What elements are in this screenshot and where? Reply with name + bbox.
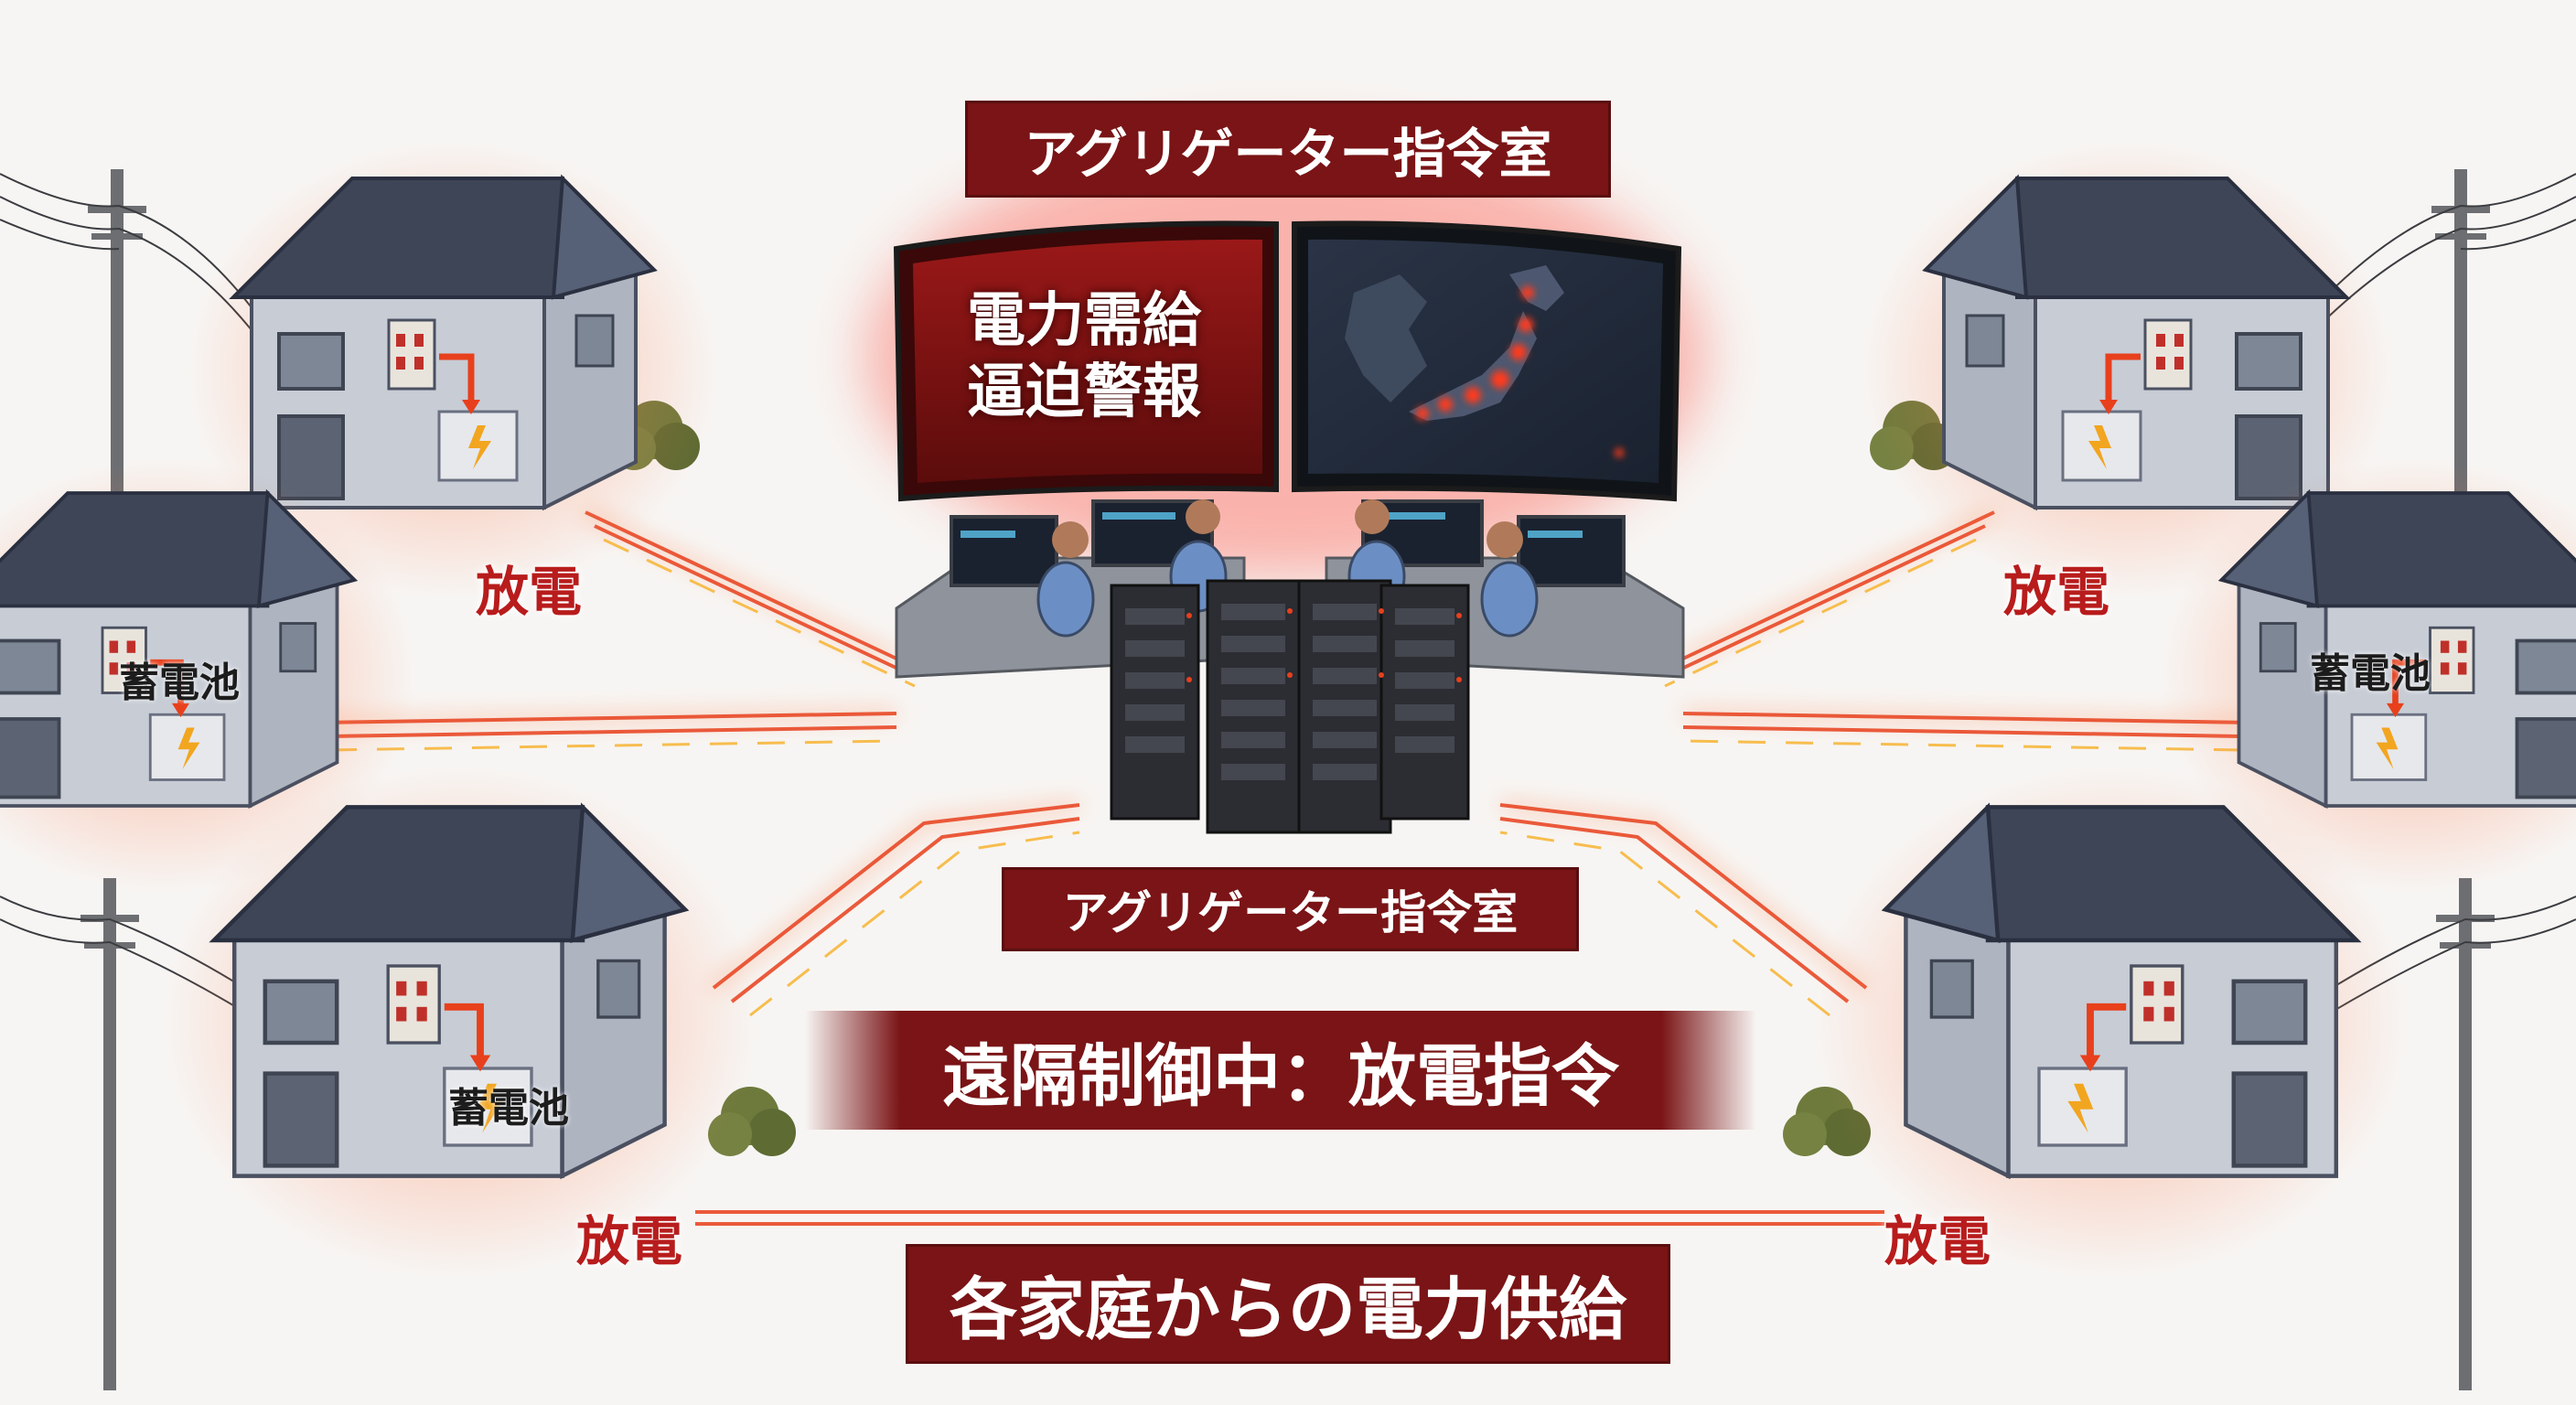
control-room <box>864 137 1706 834</box>
battery-label-mid-left: 蓄電池 <box>119 660 240 706</box>
energy-flow-lines <box>319 508 2251 1226</box>
discharge-label-bottom-right: 放電 <box>1884 1210 1991 1272</box>
discharge-label-top-right: 放電 <box>2003 561 2110 623</box>
alert-line-2: 逼迫警報 <box>967 359 1201 426</box>
server-room-label: アグリゲーター指令室 <box>1002 867 1579 951</box>
control-banner: 遠隔制御中：放電指令 <box>805 1011 1756 1130</box>
battery-label-bottom-left: 蓄電池 <box>448 1085 569 1132</box>
supply-banner: 各家庭からの電力供給 <box>906 1244 1670 1364</box>
server-racks <box>1110 579 1470 834</box>
alert-monitor <box>893 220 1279 502</box>
house-bottom-left <box>163 767 796 1279</box>
discharge-label-top-left: 放電 <box>476 561 583 623</box>
battery-label-mid-right: 蓄電池 <box>2310 650 2431 697</box>
alert-line-1: 電力需給 <box>967 286 1201 355</box>
house-bottom-right <box>1783 767 2408 1279</box>
discharge-label-bottom-left: 放電 <box>576 1210 683 1272</box>
page-title: アグリゲーター指令室 <box>965 101 1611 198</box>
map-monitor <box>1292 220 1682 502</box>
alert-message: 電力需給 逼迫警報 <box>901 247 1267 467</box>
